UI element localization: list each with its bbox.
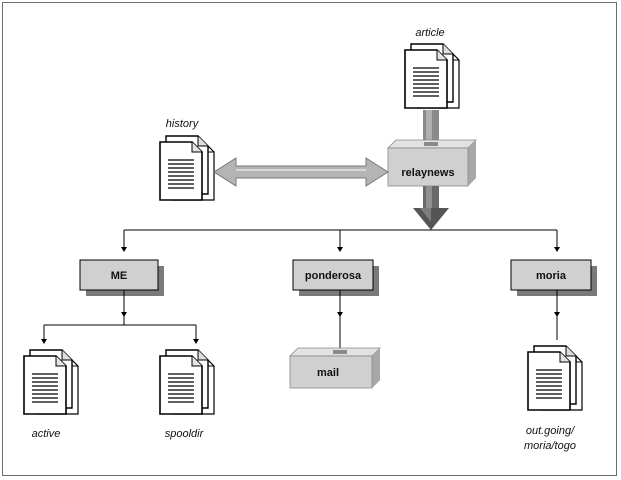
- distribution-lines: [123, 229, 558, 240]
- ponderosa-branch-line: [336, 290, 344, 348]
- article-file-icon: [404, 43, 460, 109]
- ponderosa-site-box: [292, 259, 379, 296]
- me-branch-lines: [43, 290, 197, 332]
- history-relaynews-double-arrow: [213, 157, 389, 187]
- relaynews-process-box: [387, 139, 477, 187]
- history-label: history: [166, 118, 200, 130]
- article-label: article: [415, 27, 444, 39]
- me-site-box: [79, 259, 164, 296]
- relaynews-to-tree-arrow: [413, 186, 449, 230]
- distribution-arrowheads: [120, 239, 561, 253]
- active-file-icon: [23, 349, 79, 415]
- relaynews-label: relaynews: [401, 167, 454, 179]
- moria-label: moria: [536, 270, 567, 282]
- spooldir-label: spooldir: [165, 428, 205, 440]
- spooldir-file-icon: [159, 349, 215, 415]
- outgoing-label-line1: out.going/: [526, 425, 575, 437]
- outgoing-file-icon: [527, 345, 583, 411]
- ponderosa-label: ponderosa: [305, 270, 362, 282]
- diagram-frame: [2, 2, 617, 476]
- moria-branch-line: [553, 290, 561, 340]
- history-file-icon: [159, 135, 215, 201]
- outgoing-label-line2: moria/togo: [524, 440, 576, 452]
- mail-process-box: [289, 347, 381, 389]
- me-label: ME: [111, 270, 128, 282]
- active-label: active: [32, 428, 61, 440]
- moria-site-box: [510, 259, 597, 296]
- mail-label: mail: [317, 367, 339, 379]
